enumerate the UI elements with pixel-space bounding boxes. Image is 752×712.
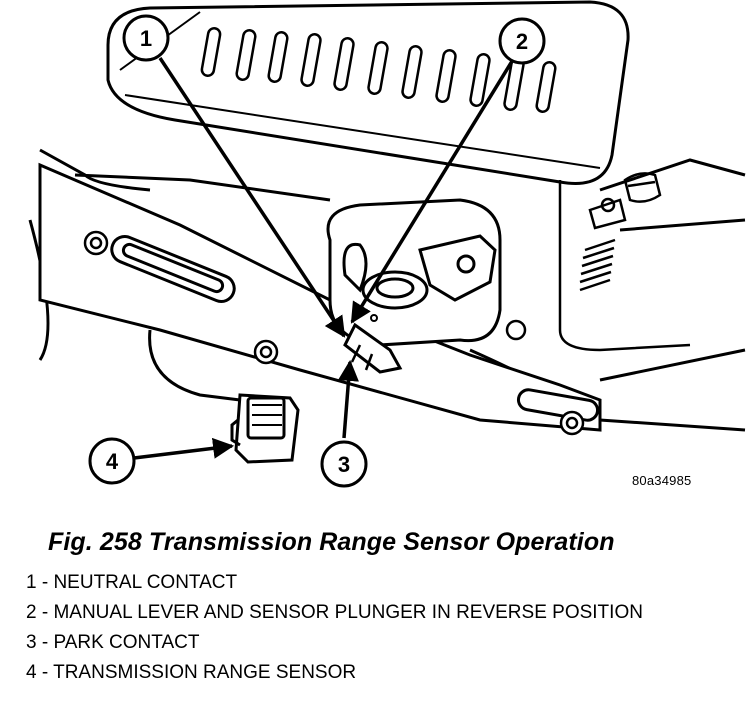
legend-item: 2 - MANUAL LEVER AND SENSOR PLUNGER IN R…: [26, 602, 643, 623]
figure-caption: Fig. 258 Transmission Range Sensor Opera…: [48, 528, 615, 556]
callout-2: 2: [498, 17, 546, 65]
svg-text:4: 4: [106, 449, 119, 474]
callout-4: 4: [88, 437, 136, 485]
svg-text:1: 1: [140, 26, 152, 51]
svg-text:2: 2: [516, 29, 528, 54]
detent-spring: [558, 172, 691, 352]
manual-lever-assembly: [326, 198, 502, 374]
oil-pan: [106, 0, 630, 185]
figure-reference-code: 80a34985: [632, 473, 692, 488]
callout-3: 3: [320, 440, 368, 488]
transmission-diagram: 1 2 3 4: [28, 0, 746, 488]
svg-text:3: 3: [338, 452, 350, 477]
legend-item: 1 - NEUTRAL CONTACT: [26, 572, 238, 593]
legend-item: 3 - PARK CONTACT: [26, 632, 200, 653]
legend-list: 1 - NEUTRAL CONTACT 2 - MANUAL LEVER AND…: [26, 572, 726, 692]
range-sensor-connector: [230, 393, 300, 464]
callout-leaders: [133, 57, 516, 460]
callout-1: 1: [122, 14, 170, 62]
legend-item: 4 - TRANSMISSION RANGE SENSOR: [26, 662, 357, 683]
